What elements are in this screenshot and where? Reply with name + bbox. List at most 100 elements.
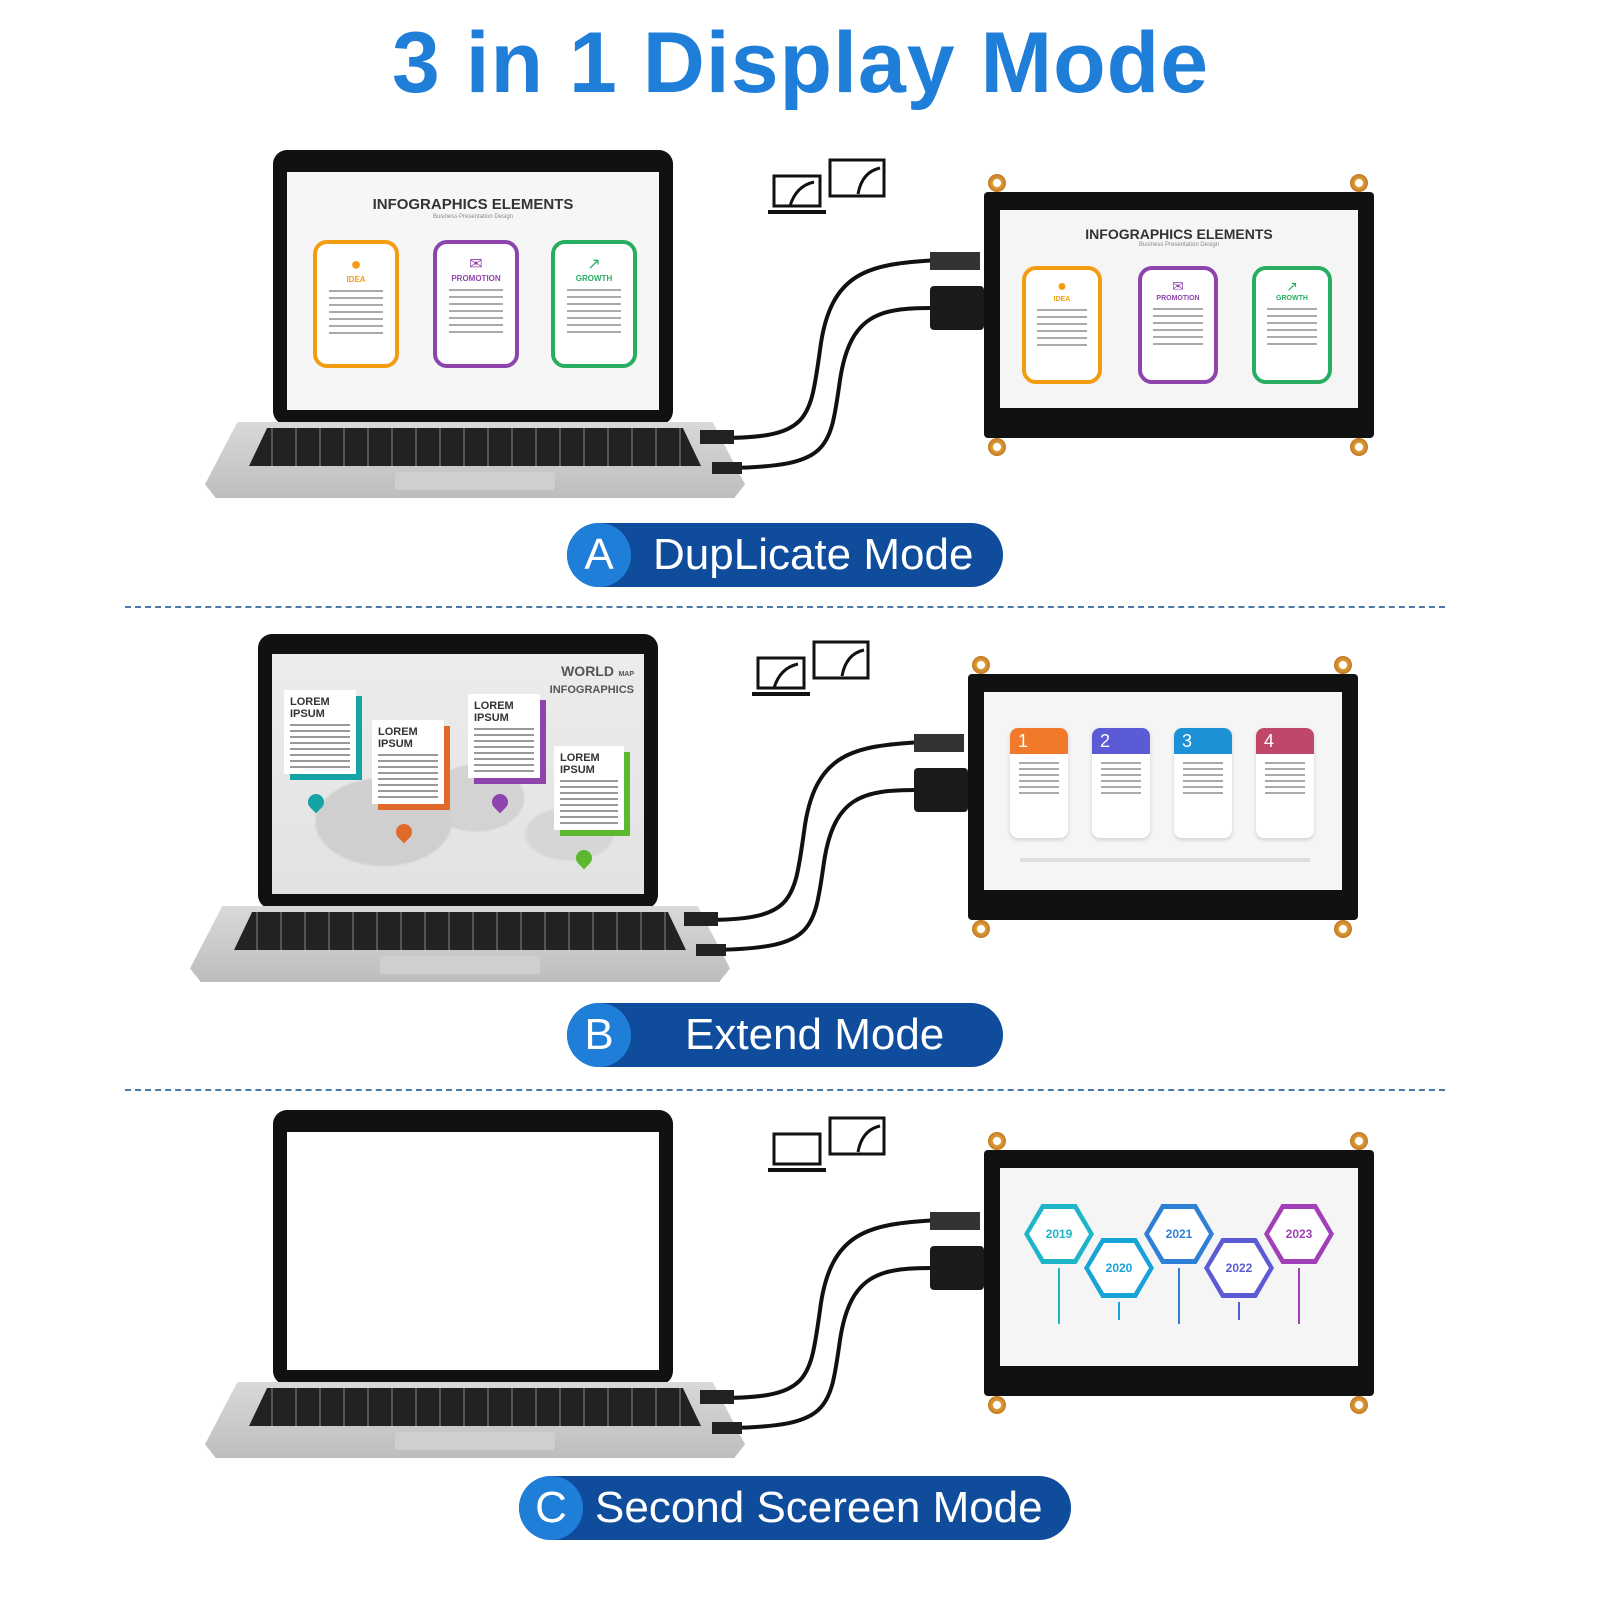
step-card: 3	[1174, 728, 1232, 838]
year-label: 2019	[1029, 1209, 1089, 1259]
envelope-icon: ✉	[1172, 278, 1184, 294]
section-divider	[125, 606, 1445, 608]
infographic-subtitle: Business Presentation Design	[1138, 242, 1220, 248]
extend-mode-icon	[752, 640, 870, 696]
info-card-idea: ● IDEA	[313, 240, 399, 368]
infographic-title: INFOGRAPHICS ELEMENTS	[372, 196, 574, 213]
cable-duplicate	[700, 252, 984, 474]
step-number: 2	[1092, 728, 1150, 754]
cable-extend	[684, 734, 968, 956]
info-card-idea: ● IDEA	[1022, 266, 1102, 384]
infographic-title: INFOGRAPHICS ELEMENTS	[1085, 226, 1273, 242]
mount-hole	[1350, 1132, 1368, 1150]
map-flag: LOREM IPSUM	[554, 746, 624, 830]
map-flag: LOREM IPSUM	[468, 694, 540, 778]
monitor-duplicate: INFOGRAPHICS ELEMENTS Business Presentat…	[984, 170, 1374, 460]
timeline-bar	[1020, 858, 1310, 862]
card-text-lines	[1036, 309, 1088, 351]
monitor-second-screen: 2019 2020 2021 2022 2023	[984, 1128, 1374, 1418]
card-text-lines	[566, 289, 622, 335]
laptop-second-screen	[205, 1110, 745, 1470]
step-card: 2	[1092, 728, 1150, 838]
mount-hole	[1350, 1396, 1368, 1414]
mode-letter: B	[567, 1003, 631, 1067]
envelope-icon: ✉	[469, 256, 483, 273]
step-text-lines	[1264, 762, 1306, 798]
year-hexagon: 2022	[1204, 1238, 1274, 1298]
info-card-name: GROWTH	[1276, 295, 1308, 302]
map-flag: LOREM IPSUM	[372, 720, 444, 804]
laptop-screen-world-map: WORLD MAP INFOGRAPHICS LOREM IPSUM LOREM…	[272, 654, 644, 894]
info-card-growth: ↗ GROWTH	[1252, 266, 1332, 384]
step-text-lines	[1100, 762, 1142, 798]
year-hexagon: 2020	[1084, 1238, 1154, 1298]
info-card-name: PROMOTION	[451, 274, 501, 283]
step-number: 1	[1010, 728, 1068, 754]
map-flag: LOREM IPSUM	[284, 690, 356, 774]
flag-label-line2: IPSUM	[560, 764, 595, 776]
flag-label-line2: IPSUM	[474, 712, 509, 724]
info-card-growth: ↗ GROWTH	[551, 240, 637, 368]
monitor-screen-duplicate: INFOGRAPHICS ELEMENTS Business Presentat…	[1000, 210, 1358, 408]
world-map-title-line2: INFOGRAPHICS	[549, 684, 634, 696]
laptop-keyboard	[249, 1388, 701, 1426]
flag-label-line1: LOREM	[378, 726, 418, 738]
laptop-duplicate: INFOGRAPHICS ELEMENTS Business Presentat…	[205, 150, 745, 510]
mode-label: Second Scereen Mode	[595, 1483, 1043, 1532]
laptop-extend: WORLD MAP INFOGRAPHICS LOREM IPSUM LOREM…	[190, 634, 730, 994]
mount-hole	[1350, 174, 1368, 192]
step-text-lines	[1182, 762, 1224, 798]
flag-text-lines	[378, 754, 438, 798]
card-text-lines	[1266, 308, 1318, 350]
cable-second-screen	[700, 1212, 984, 1434]
world-map-title-line1: WORLD	[561, 663, 614, 679]
mount-hole	[988, 1132, 1006, 1150]
step-card: 1	[1010, 728, 1068, 838]
laptop-keyboard	[249, 428, 701, 466]
info-card-name: GROWTH	[575, 274, 613, 283]
duplicate-mode-icon	[768, 158, 886, 214]
mount-hole	[1350, 438, 1368, 456]
page-title: 3 in 1 Display Mode	[391, 15, 1210, 111]
year-label: 2020	[1089, 1243, 1149, 1293]
info-card-name: PROMOTION	[1156, 295, 1200, 302]
mount-hole	[1334, 920, 1352, 938]
laptop-trackpad	[380, 956, 540, 974]
mount-hole	[972, 920, 990, 938]
laptop-trackpad	[395, 1432, 555, 1450]
step-number: 4	[1256, 728, 1314, 754]
timeline-stem	[1298, 1268, 1300, 1324]
section-divider	[125, 1089, 1445, 1091]
laptop-screen-blank	[287, 1132, 659, 1370]
mode-badge-extend: B Extend Mode	[567, 1003, 1003, 1067]
year-hexagon: 2021	[1144, 1204, 1214, 1264]
laptop-keyboard	[234, 912, 686, 950]
step-text-lines	[1018, 762, 1060, 798]
lightbulb-icon: ●	[1057, 278, 1067, 295]
mount-hole	[972, 656, 990, 674]
mount-hole	[1334, 656, 1352, 674]
chart-arrow-icon: ↗	[587, 256, 601, 273]
mode-letter: C	[519, 1476, 583, 1540]
flag-label-line1: LOREM	[474, 700, 514, 712]
step-number: 3	[1174, 728, 1232, 754]
flag-label-line1: LOREM	[560, 752, 600, 764]
card-text-lines	[448, 289, 504, 335]
info-card-promotion: ✉ PROMOTION	[1138, 266, 1218, 384]
mode-label: DupLicate Mode	[653, 530, 974, 579]
year-label: 2023	[1269, 1209, 1329, 1259]
year-label: 2021	[1149, 1209, 1209, 1259]
mount-hole	[988, 1396, 1006, 1414]
year-hexagon: 2019	[1024, 1204, 1094, 1264]
flag-label-line2: IPSUM	[378, 738, 413, 750]
infographic-subtitle: Business Presentation Design	[432, 214, 514, 220]
monitor-extend: 1 2 3 4	[968, 652, 1358, 942]
flag-text-lines	[474, 728, 534, 772]
flag-text-lines	[560, 780, 618, 824]
mount-hole	[988, 438, 1006, 456]
chart-arrow-icon: ↗	[1286, 278, 1298, 294]
timeline-stem	[1178, 1268, 1180, 1324]
laptop-screen-duplicate: INFOGRAPHICS ELEMENTS Business Presentat…	[287, 172, 659, 410]
laptop-trackpad	[395, 472, 555, 490]
timeline-stem	[1058, 1268, 1060, 1324]
